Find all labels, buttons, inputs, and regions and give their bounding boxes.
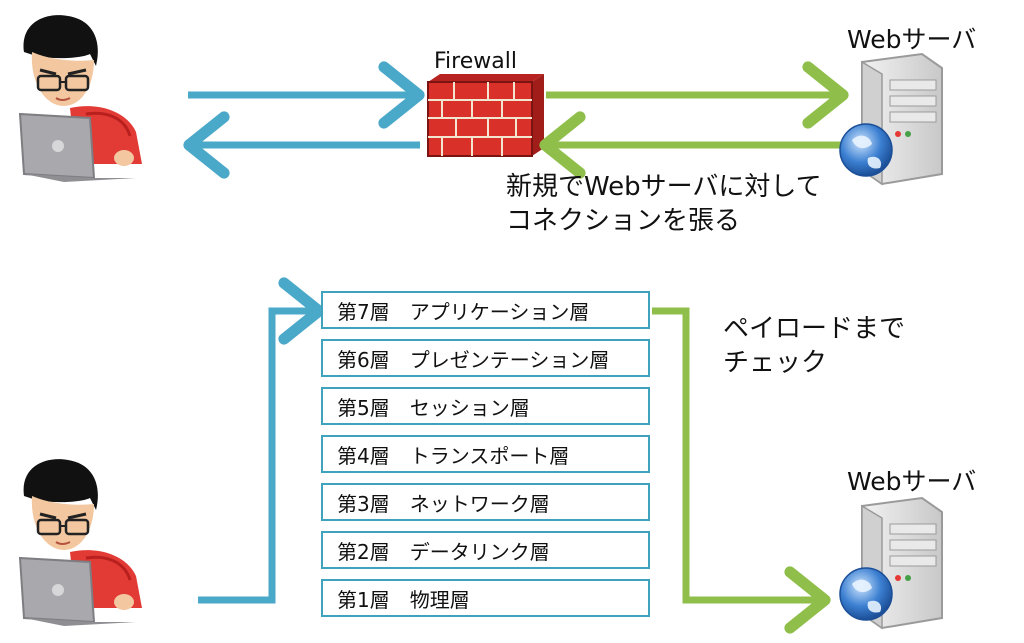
osi-layer-5: 第5層 セッション層 [321, 387, 650, 425]
layer-number: 第2層 [337, 539, 390, 564]
web-server-label: Webサーバ [847, 467, 977, 496]
layer-name: アプリケーション層 [409, 299, 590, 324]
layer-name: 物理層 [409, 587, 470, 612]
user-with-laptop-icon [18, 457, 144, 628]
osi-layer-2: 第2層 データリンク層 [321, 531, 650, 569]
layer-number: 第4層 [337, 443, 390, 468]
web-server-label: Webサーバ [847, 25, 977, 54]
connection-note: 新規でWebサーバに対して コネクションを張る [506, 170, 822, 238]
layer-number: 第6層 [337, 347, 390, 372]
layer-name: セッション層 [409, 395, 530, 420]
osi-layer-3: 第3層 ネットワーク層 [321, 483, 650, 521]
note-line: 新規でWebサーバに対して [506, 172, 822, 202]
web-server-icon [839, 53, 943, 185]
osi-layer-stack: 第7層 アプリケーション層 第6層 プレゼンテーション層 第5層 セッション層 … [321, 291, 650, 627]
payload-check-note: ペイロードまで チェック [723, 312, 905, 380]
web-server-icon [839, 497, 943, 629]
osi-layer-6: 第6層 プレゼンテーション層 [321, 339, 650, 377]
inspection-path-arrow [198, 277, 325, 604]
note-line: チェック [723, 348, 828, 378]
osi-layer-4: 第4層 トランスポート層 [321, 435, 650, 473]
layer-name: ネットワーク層 [409, 491, 550, 516]
forward-to-server-arrow [652, 307, 831, 634]
layer-number: 第1層 [337, 587, 390, 612]
layer-number: 第3層 [337, 491, 390, 516]
user-with-laptop-icon [18, 13, 144, 184]
osi-layer-7: 第7層 アプリケーション層 [321, 291, 650, 329]
firewall-label: Firewall [434, 49, 517, 74]
layer-name: トランスポート層 [409, 443, 570, 468]
layer-number: 第5層 [337, 395, 390, 420]
osi-layer-1: 第1層 物理層 [321, 579, 650, 617]
layer-name: データリンク層 [409, 539, 550, 564]
note-line: ペイロードまで [723, 314, 906, 344]
brick-wall-firewall-icon [427, 74, 544, 157]
layer-name: プレゼンテーション層 [409, 347, 610, 372]
note-line: コネクションを張る [506, 206, 741, 236]
layer-number: 第7層 [337, 299, 390, 324]
